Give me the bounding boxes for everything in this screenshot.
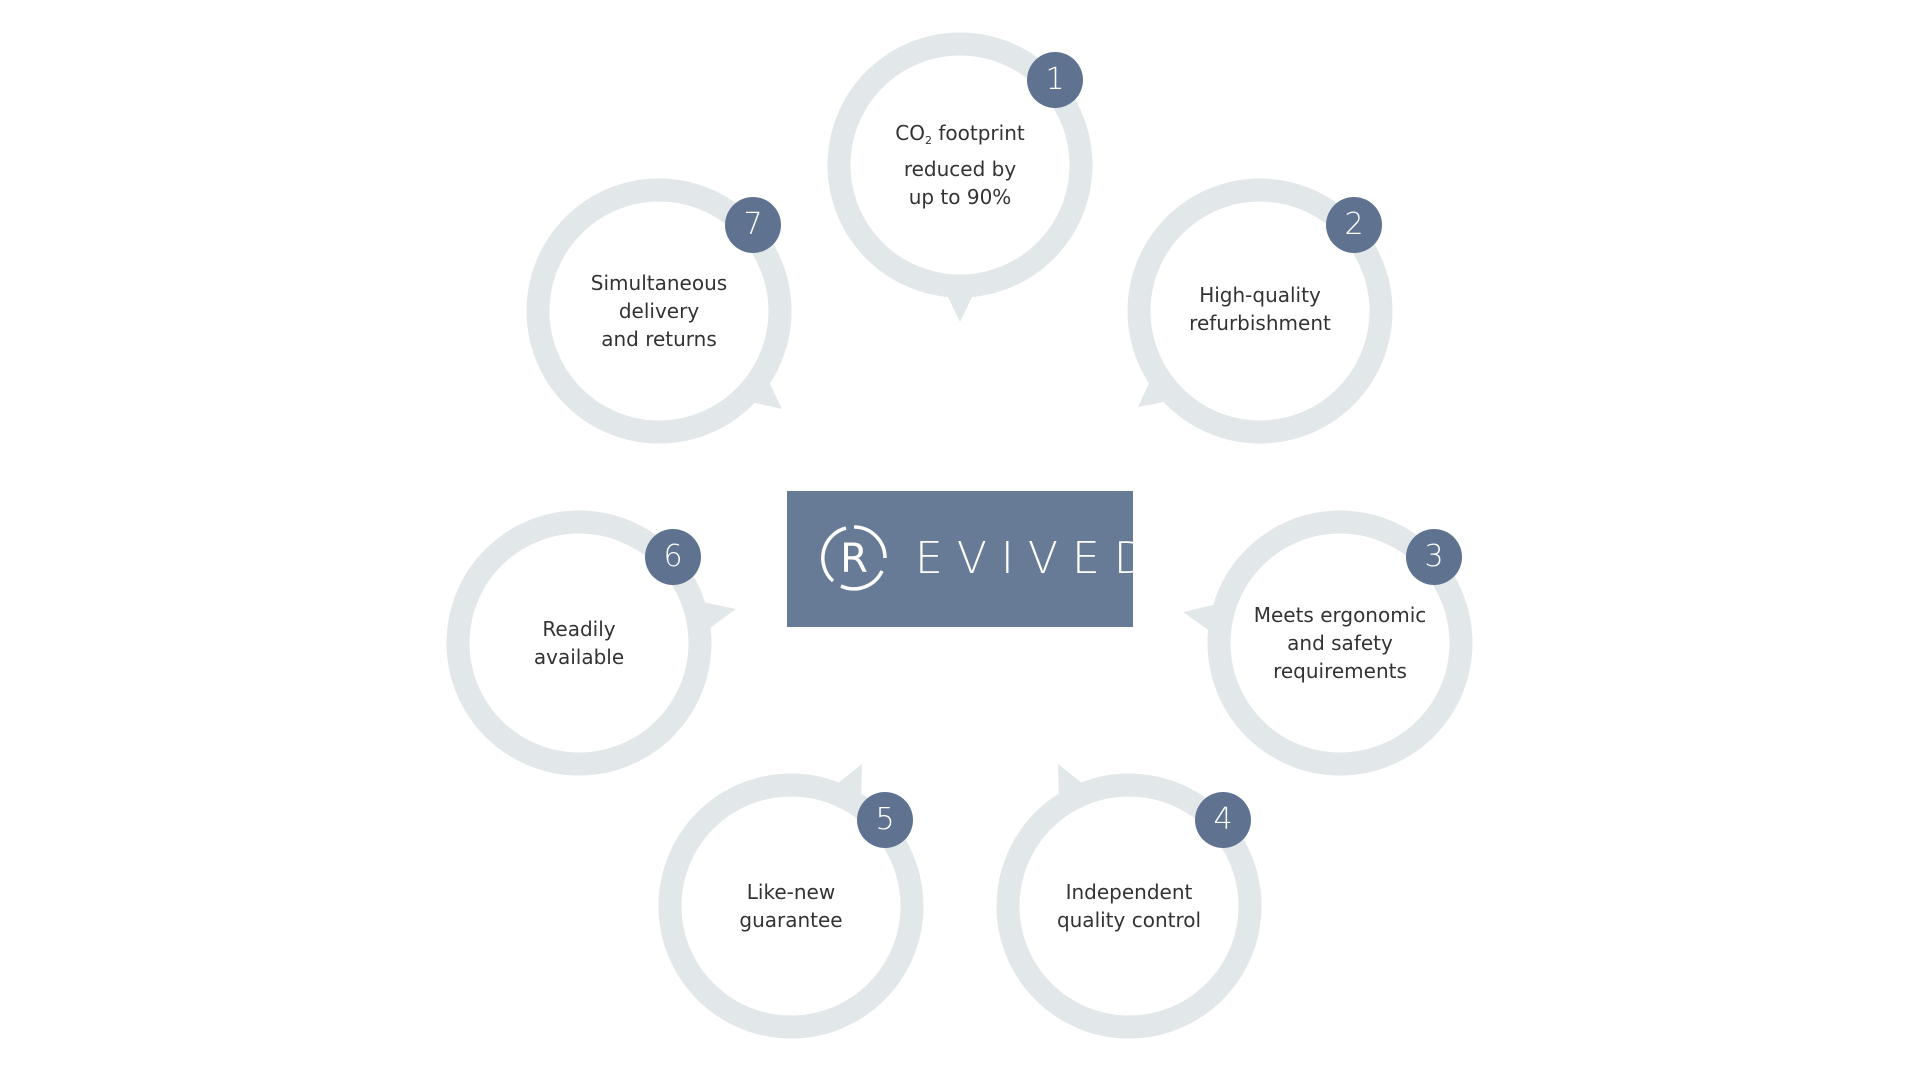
logo-wordmark: EVIVED xyxy=(915,533,1162,584)
item-3-ring xyxy=(1207,510,1473,776)
item-1-number: 1 xyxy=(1045,62,1065,97)
item-5-number: 5 xyxy=(875,802,895,837)
logo-ring-icon: R xyxy=(821,525,887,591)
item-1-ring xyxy=(827,32,1093,298)
item-5-badge xyxy=(857,792,913,848)
item-6-ring xyxy=(446,510,712,776)
item-3-badge xyxy=(1406,529,1462,585)
item-4-badge xyxy=(1195,792,1251,848)
revived-logo: R EVIVED xyxy=(787,491,1148,627)
item-4-ring xyxy=(996,773,1262,1039)
item-7-number: 7 xyxy=(743,207,763,242)
item-2-ring xyxy=(1127,178,1393,444)
item-6-badge xyxy=(645,529,701,585)
item-5-ring xyxy=(658,773,924,1039)
item-2-badge xyxy=(1326,197,1382,253)
item-7-badge xyxy=(725,197,781,253)
svg-text:R: R xyxy=(840,536,868,582)
item-6-number: 6 xyxy=(663,539,683,574)
item-4-number: 4 xyxy=(1213,802,1233,837)
item-3-number: 3 xyxy=(1424,539,1444,574)
item-7-ring xyxy=(526,178,792,444)
item-1-label: CO2 footprint reduced by up to 90% xyxy=(895,121,1025,209)
item-1-badge xyxy=(1027,52,1083,108)
item-2-number: 2 xyxy=(1344,207,1364,242)
